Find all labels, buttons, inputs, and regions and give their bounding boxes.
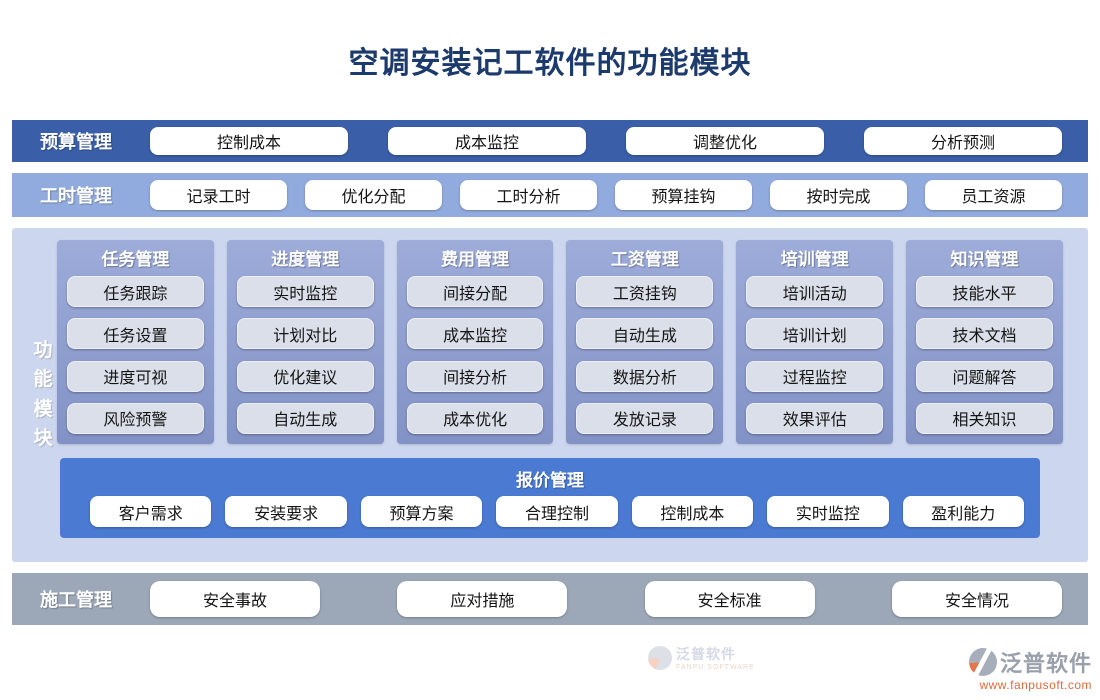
module-button[interactable]: 数据分析 [576,360,714,392]
module-column-title: 进度管理 [271,250,340,269]
footer-brand: 泛普软件 [999,651,1092,676]
band-button[interactable]: 安全标准 [644,581,815,617]
module-column-items: 技能水平技术文档问题解答相关知识 [916,276,1053,434]
watermark-sub: FANPU SOFTWARE [676,664,755,671]
module-button[interactable]: 任务设置 [67,318,204,350]
module-button[interactable]: 风险预警 [67,402,204,434]
page-title: 空调安装记工软件的功能模块 [348,47,752,80]
module-button[interactable]: 任务跟踪 [67,276,204,307]
band-button[interactable]: 安全事故 [150,581,320,617]
module-button[interactable]: 工资挂钩 [576,276,714,307]
band-button[interactable]: 成本监控 [388,127,586,155]
quote-button[interactable]: 合理控制 [496,496,618,527]
module-button[interactable]: 效果评估 [746,402,884,434]
module-button[interactable]: 计划对比 [236,318,374,350]
band-button[interactable]: 预算挂钩 [615,180,752,210]
quote-panel-items: 客户需求安装要求预算方案合理控制控制成本实时监控盈利能力 [90,496,1024,527]
module-column: 进度管理实时监控计划对比优化建议自动生成 [226,240,384,444]
watermark-brand: 泛普软件 [676,646,736,662]
function-modules-panel: 功能模块 任务管理任务跟踪任务设置进度可视风险预警进度管理实时监控计划对比优化建… [12,228,1088,671]
module-column: 任务管理任务跟踪任务设置进度可视风险预警 [57,240,214,444]
module-column: 培训管理培训活动培训计划过程监控效果评估 [736,240,894,444]
band-button[interactable]: 应对措施 [397,581,568,617]
band-button[interactable]: 工时分析 [460,180,597,210]
band-construction-label: 施工管理 [40,590,112,610]
module-column-items: 间接分配成本监控间接分析成本优化 [406,276,544,434]
footer-logo: 泛普软件 www.fanpusoft.com [968,646,1092,692]
module-button[interactable]: 技能水平 [916,276,1053,307]
module-column-title: 任务管理 [101,250,170,269]
module-button[interactable]: 相关知识 [916,402,1053,434]
module-column-items: 任务跟踪任务设置进度可视风险预警 [67,276,204,434]
module-column-title: 知识管理 [950,250,1019,269]
band-hours-label: 工时管理 [40,186,112,206]
band-construction-items: 安全事故 应对措施 安全标准 安全情况 [150,573,1062,625]
band-button[interactable]: 安全情况 [891,581,1062,617]
band-button[interactable]: 记录工时 [150,180,287,210]
band-budget-label: 预算管理 [40,132,112,152]
fanpu-logo-icon [968,648,997,676]
module-column: 费用管理间接分配成本监控间接分析成本优化 [396,240,554,444]
module-button[interactable]: 培训计划 [746,318,884,350]
band-budget: 预算管理 控制成本 成本监控 调整优化 分析预测 [12,120,1088,162]
band-hours-items: 记录工时优化分配工时分析预算挂钩按时完成员工资源 [150,173,1062,217]
module-column-title: 工资管理 [610,250,679,269]
module-columns: 任务管理任务跟踪任务设置进度可视风险预警进度管理实时监控计划对比优化建议自动生成… [57,240,1063,444]
quote-button[interactable]: 盈利能力 [902,496,1024,527]
band-button[interactable]: 控制成本 [150,127,348,155]
quote-button[interactable]: 客户需求 [90,496,212,527]
module-button[interactable]: 成本优化 [406,402,544,434]
band-button[interactable]: 按时完成 [770,180,907,210]
band-button[interactable]: 优化分配 [305,180,442,210]
quote-management-panel: 报价管理 客户需求安装要求预算方案合理控制控制成本实时监控盈利能力 [60,458,1040,538]
band-budget-items: 控制成本 成本监控 调整优化 分析预测 [150,120,1062,162]
band-hours: 工时管理 记录工时优化分配工时分析预算挂钩按时完成员工资源 [12,173,1088,217]
band-button[interactable]: 员工资源 [925,180,1062,210]
module-button[interactable]: 发放记录 [576,402,714,434]
quote-button[interactable]: 实时监控 [767,496,889,527]
footer-url: www.fanpusoft.com [979,678,1092,692]
module-button[interactable]: 进度可视 [67,360,204,392]
quote-panel-title: 报价管理 [516,471,584,490]
module-button[interactable]: 自动生成 [576,318,714,350]
quote-button[interactable]: 控制成本 [631,496,754,527]
module-column-items: 工资挂钩自动生成数据分析发放记录 [576,276,714,434]
module-button[interactable]: 问题解答 [916,360,1053,392]
module-button[interactable]: 培训活动 [746,276,884,307]
module-column: 工资管理工资挂钩自动生成数据分析发放记录 [566,240,724,444]
module-button[interactable]: 实时监控 [236,276,374,307]
module-button[interactable]: 成本监控 [406,318,544,350]
quote-button[interactable]: 预算方案 [360,496,483,527]
band-button[interactable]: 分析预测 [864,127,1062,155]
module-button[interactable]: 自动生成 [236,402,374,434]
band-construction: 施工管理 安全事故 应对措施 安全标准 安全情况 [12,573,1088,625]
module-column-items: 实时监控计划对比优化建议自动生成 [236,276,374,434]
band-button[interactable]: 调整优化 [626,127,824,155]
module-button[interactable]: 间接分析 [406,360,544,392]
side-label: 功能模块 [33,340,53,450]
watermark: 泛普软件 FANPU SOFTWARE [648,644,755,671]
watermark-logo-icon [648,645,672,670]
module-column: 知识管理技能水平技术文档问题解答相关知识 [906,240,1063,444]
module-column-title: 费用管理 [441,250,510,269]
module-button[interactable]: 技术文档 [916,318,1053,350]
quote-button[interactable]: 安装要求 [225,496,347,527]
module-button[interactable]: 间接分配 [406,276,544,307]
module-column-title: 培训管理 [780,250,849,269]
module-column-items: 培训活动培训计划过程监控效果评估 [746,276,884,434]
module-button[interactable]: 过程监控 [746,360,884,392]
module-button[interactable]: 优化建议 [236,360,374,392]
